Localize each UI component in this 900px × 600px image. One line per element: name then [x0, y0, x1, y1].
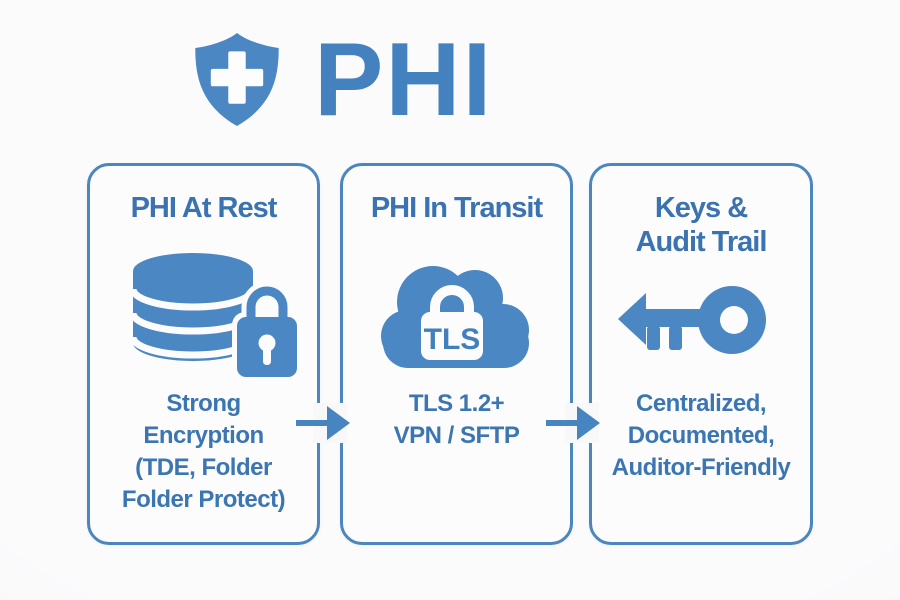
card-phi-in-transit: PHI In Transit TLS TLS 1.2+ VPN / SFTP [340, 163, 573, 545]
card-body-text: TLS 1.2+ VPN / SFTP [393, 390, 520, 449]
card-body-text: Strong Encryption (TDE, Folder Folder Pr… [121, 390, 286, 513]
card-icon-area: TLS [343, 251, 570, 381]
card-keys-audit-trail: Keys & Audit Trail Centralized, Document… [589, 163, 813, 545]
card-title: PHI At Rest [130, 192, 278, 224]
cloud-tls-lock-icon: TLS [380, 266, 529, 368]
padlock-icon [231, 281, 299, 380]
page-title: PHI [314, 22, 494, 138]
medical-cross [210, 51, 264, 104]
card-title: Keys & Audit Trail [635, 192, 768, 258]
arrow-right-icon [296, 406, 350, 440]
card-phi-at-rest: PHI At Rest Strong Encryptio [87, 163, 320, 545]
card-body-text: Centralized, Documented, Auditor-Friendl… [611, 390, 791, 481]
card-title: PHI In Transit [370, 192, 543, 224]
tls-lock: TLS [420, 285, 483, 360]
shield-cross-icon [195, 32, 279, 127]
database-lock-icon [129, 253, 299, 380]
key-icon [618, 286, 766, 354]
arrow-right-icon [546, 406, 600, 440]
tls-label: TLS [423, 323, 480, 356]
card-icon-area [90, 251, 317, 381]
card-icon-area [592, 251, 810, 381]
